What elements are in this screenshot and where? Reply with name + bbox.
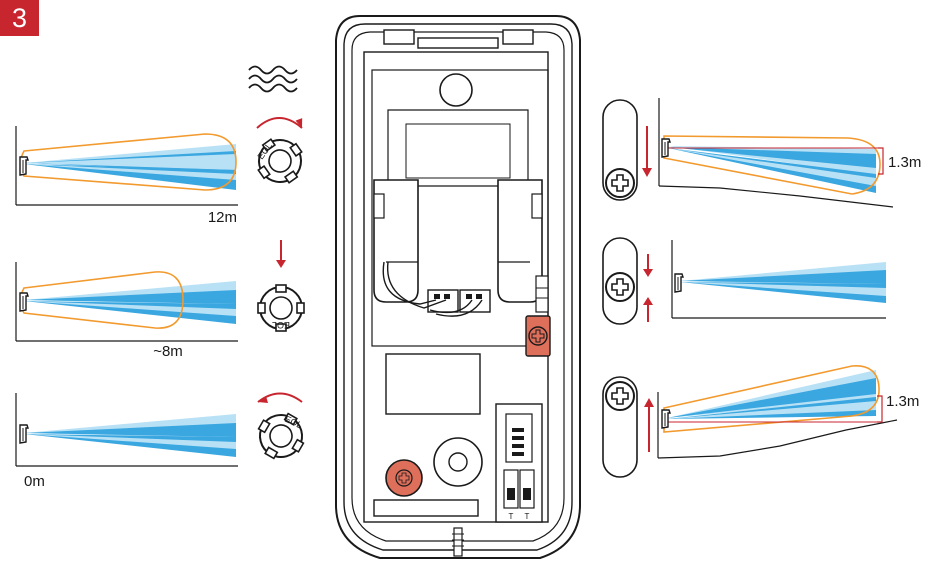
lens-adjust-counterclockwise: EOL — [248, 392, 314, 469]
beam-upper — [667, 378, 876, 418]
top-clip — [383, 29, 415, 45]
detector-head-icon — [661, 409, 671, 429]
lens-ring-icon — [248, 403, 314, 469]
step-badge: 3 — [0, 0, 39, 36]
detector-body: T T — [335, 15, 581, 559]
detector-head-icon — [19, 424, 29, 444]
range-setting-0m: 0m — [15, 393, 238, 490]
height-label: 1.3m — [888, 154, 921, 171]
beam-upper — [24, 423, 236, 437]
height-bracket — [878, 147, 884, 175]
lens-ring-icon — [246, 127, 314, 195]
beam-light — [667, 370, 876, 418]
screw-icon — [605, 272, 635, 302]
lens-mark: EOL — [272, 320, 290, 330]
wave-icon — [248, 65, 298, 93]
screw-icon — [605, 168, 635, 198]
detector-head-icon — [674, 273, 684, 293]
beam-lower — [668, 148, 876, 193]
detection-envelope — [663, 365, 880, 433]
detector-head-icon — [19, 292, 29, 312]
mounting-hole — [439, 73, 473, 107]
height-bracket — [877, 395, 883, 423]
tilt-setting-down: 1.3m — [602, 98, 921, 208]
lens-adjust-middle: EOL — [257, 240, 305, 332]
label-area — [385, 353, 481, 415]
beam-lower — [667, 397, 876, 419]
height-label: 1.3m — [886, 393, 919, 410]
screw-icon — [605, 381, 635, 411]
terminal-label: T — [509, 512, 514, 521]
range-label: 12m — [208, 209, 237, 226]
range-setting-8m: ~8m — [15, 262, 238, 360]
beam-mid — [24, 154, 236, 170]
beam-upper — [680, 270, 886, 284]
detector-head-icon — [19, 156, 29, 176]
floor-line — [657, 419, 898, 459]
tilt-setting-center — [602, 237, 886, 325]
range-label: 0m — [24, 473, 45, 490]
range-setting-12m: 12m — [15, 126, 238, 226]
top-clip — [502, 29, 534, 45]
range-label: ~8m — [153, 343, 183, 360]
terminal-label: T — [525, 512, 530, 521]
lens-adjust-clockwise: EOL — [246, 117, 314, 195]
rotate-clockwise-arrow-icon — [256, 117, 303, 129]
sensor-wire — [382, 261, 437, 305]
beam-lower — [24, 434, 236, 457]
beam-lower — [24, 164, 236, 190]
floor-line — [658, 185, 894, 208]
beam-upper — [668, 147, 876, 168]
bottom-screw — [453, 527, 463, 557]
tilt-setting-up: 1.3m — [602, 365, 919, 478]
detection-envelope — [663, 135, 881, 195]
